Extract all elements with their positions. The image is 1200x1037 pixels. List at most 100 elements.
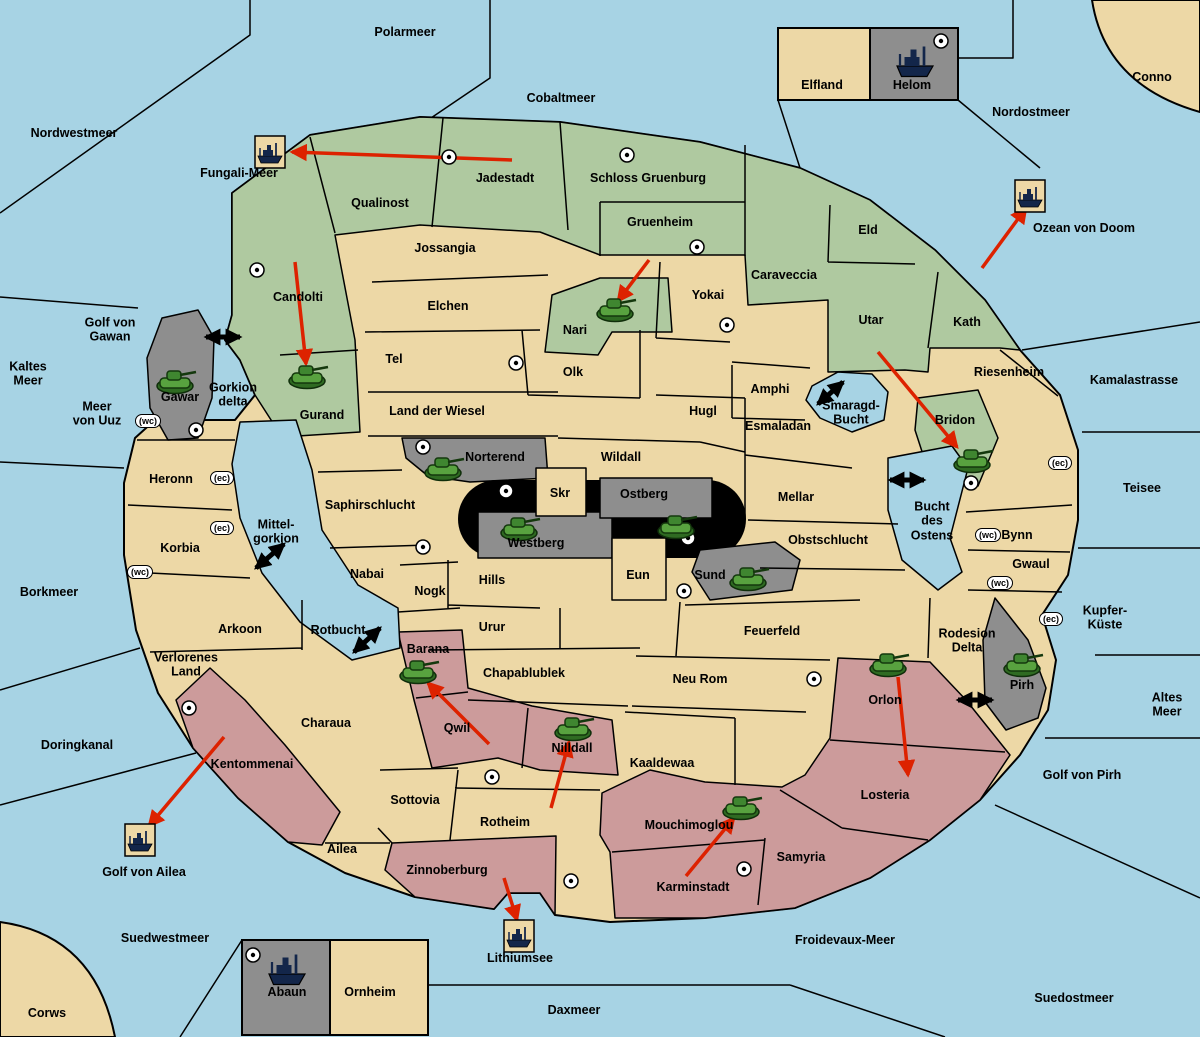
ruin-zone-east[interactable] <box>599 657 1011 919</box>
region-elfland[interactable] <box>777 27 871 101</box>
sea-region-label[interactable]: Nordostmeer <box>992 104 1070 119</box>
land-region-label[interactable]: Nogk <box>414 583 446 598</box>
land-region-label[interactable]: Feuerfeld <box>743 623 801 638</box>
sea-region-label[interactable]: Doringkanal <box>40 737 114 752</box>
land-region-label[interactable]: Hugl <box>689 403 717 418</box>
land-region-label[interactable]: Korbia <box>160 540 200 555</box>
land-region-label[interactable]: Mellar <box>777 489 815 504</box>
land-region-label[interactable]: Kentommenai <box>210 756 294 771</box>
land-region-label[interactable]: Obstschlucht <box>788 532 868 547</box>
land-region-label[interactable]: Nari <box>562 322 588 337</box>
sea-region-label[interactable]: Borkmeer <box>19 584 79 599</box>
land-region-label[interactable]: Wildall <box>600 449 642 464</box>
land-region-label[interactable]: Schloss Gruenburg <box>590 170 706 185</box>
land-region-label[interactable]: Gurand <box>299 407 345 422</box>
ruin-zone-kentommenai[interactable] <box>175 667 341 846</box>
land-region-label[interactable]: Rodesion Delta <box>938 626 996 655</box>
land-region-label[interactable]: Candolti <box>273 289 323 304</box>
sea-region-label[interactable]: Golf von Gawan <box>84 315 136 344</box>
ship-unit[interactable] <box>504 920 534 952</box>
sea-region-label[interactable]: Golf von Ailea <box>102 864 186 879</box>
land-region-label[interactable]: Heronn <box>149 471 193 486</box>
sea-region-label[interactable]: Daxmeer <box>547 1002 601 1017</box>
land-region-label[interactable]: Westberg <box>507 535 565 550</box>
land-region-label[interactable]: Caraveccia <box>750 267 818 282</box>
region-eun[interactable] <box>611 537 667 601</box>
land-region-label[interactable]: Skr <box>549 485 571 500</box>
land-region-label[interactable]: Jadestadt <box>475 170 535 185</box>
land-region-label[interactable]: Conno <box>1132 69 1172 84</box>
land-region-label[interactable]: Ailea <box>327 841 357 856</box>
land-region-label[interactable]: Sund <box>694 567 726 582</box>
land-region-label[interactable]: Barana <box>406 641 450 656</box>
land-region-label[interactable]: Samyria <box>776 849 826 864</box>
sea-region-label[interactable]: Golf von Pirh <box>1042 767 1122 782</box>
land-region-label[interactable]: Bynn <box>1001 527 1033 542</box>
land-region-label[interactable]: Riesenheim <box>973 364 1045 379</box>
sea-region-label[interactable]: Altes Meer <box>1151 690 1183 719</box>
sea-region-label[interactable]: Kaltes Meer <box>9 359 47 388</box>
land-region-label[interactable]: Amphi <box>750 381 790 396</box>
land-region-label[interactable]: Nilldall <box>551 740 593 755</box>
land-region-label[interactable]: Gawar <box>160 389 200 404</box>
sea-region-label[interactable]: Smaragd- Bucht <box>822 398 880 427</box>
land-region-label[interactable]: Karminstadt <box>656 879 730 894</box>
ship-unit[interactable] <box>255 136 285 168</box>
land-region-label[interactable]: Helom <box>892 77 932 92</box>
gorkion-channel[interactable] <box>231 419 401 661</box>
sea-region-label[interactable]: Polarmeer <box>374 24 436 39</box>
land-region-label[interactable]: Losteria <box>860 787 910 802</box>
sea-region-label[interactable]: Mittel- gorkion <box>253 517 299 546</box>
land-region-label[interactable]: Land der Wiesel <box>389 403 485 418</box>
sea-region-label[interactable]: Kamalastrasse <box>1089 372 1179 387</box>
region-ostberg[interactable] <box>599 477 713 519</box>
land-region-label[interactable]: Pirh <box>1009 677 1035 692</box>
land-region-label[interactable]: Elchen <box>427 298 469 313</box>
sea-region-label[interactable]: Suedostmeer <box>1034 990 1114 1005</box>
land-region-label[interactable]: Jossangia <box>414 240 476 255</box>
sea-region-label[interactable]: Gorkion delta <box>209 380 257 409</box>
land-region-label[interactable]: Saphirschlucht <box>324 497 416 512</box>
land-region-label[interactable]: Neu Rom <box>672 671 728 686</box>
sea-region-label[interactable]: Nordwestmeer <box>30 125 118 140</box>
region-ornheim[interactable] <box>329 939 429 1036</box>
land-region-label[interactable]: Abaun <box>267 984 307 999</box>
land-region-label[interactable]: Ornheim <box>344 984 396 999</box>
land-region-label[interactable]: Gwaul <box>1012 556 1050 571</box>
land-region-label[interactable]: Qualinost <box>351 195 409 210</box>
land-region-label[interactable]: Urur <box>478 619 506 634</box>
land-region-label[interactable]: Ostberg <box>620 486 668 501</box>
land-region-label[interactable]: Kaaldewaa <box>629 755 695 770</box>
land-region-label[interactable]: Charaua <box>300 715 352 730</box>
land-region-label[interactable]: Utar <box>858 312 884 327</box>
land-region-label[interactable]: Mouchimoglou <box>644 817 734 832</box>
sea-region-label[interactable]: Kupfer- Küste <box>1082 603 1128 632</box>
land-region-label[interactable]: Yokai <box>691 287 725 302</box>
land-region-label[interactable]: Gruenheim <box>627 214 693 229</box>
sea-region-label[interactable]: Cobaltmeer <box>526 90 596 105</box>
land-region-label[interactable]: Verlorenes Land <box>154 650 218 679</box>
land-region-label[interactable]: Corws <box>27 1005 67 1020</box>
land-region-label[interactable]: Norterend <box>465 449 525 464</box>
land-region-label[interactable]: Chapablublek <box>483 665 565 680</box>
sea-region-label[interactable]: Fungali-Meer <box>200 165 278 180</box>
land-region-label[interactable]: Arkoon <box>218 621 262 636</box>
sea-region-label[interactable]: Froidevaux-Meer <box>794 932 896 947</box>
land-region-label[interactable]: Eun <box>626 567 650 582</box>
region-westberg[interactable] <box>477 511 613 559</box>
sea-region-label[interactable]: Bucht des Ostens <box>910 499 954 543</box>
land-region-label[interactable]: Eld <box>858 222 878 237</box>
ship-unit[interactable] <box>1015 180 1045 212</box>
land-region-label[interactable]: Orlon <box>868 692 902 707</box>
sea-region-label[interactable]: Ozean von Doom <box>1032 220 1136 235</box>
sea-region-label[interactable]: Meer von Uuz <box>72 399 122 428</box>
land-region-label[interactable]: Hills <box>478 572 506 587</box>
ship-unit[interactable] <box>125 824 155 856</box>
land-region-label[interactable]: Tel <box>385 351 403 366</box>
sea-region-label[interactable]: Lithiumsee <box>487 950 553 965</box>
land-region-label[interactable]: Zinnoberburg <box>406 862 488 877</box>
land-region-label[interactable]: Bridon <box>934 412 976 427</box>
sea-region-label[interactable]: Rotbucht <box>310 622 366 637</box>
land-region-label[interactable]: Esmaladan <box>744 418 812 433</box>
land-region-label[interactable]: Nabai <box>349 566 385 581</box>
